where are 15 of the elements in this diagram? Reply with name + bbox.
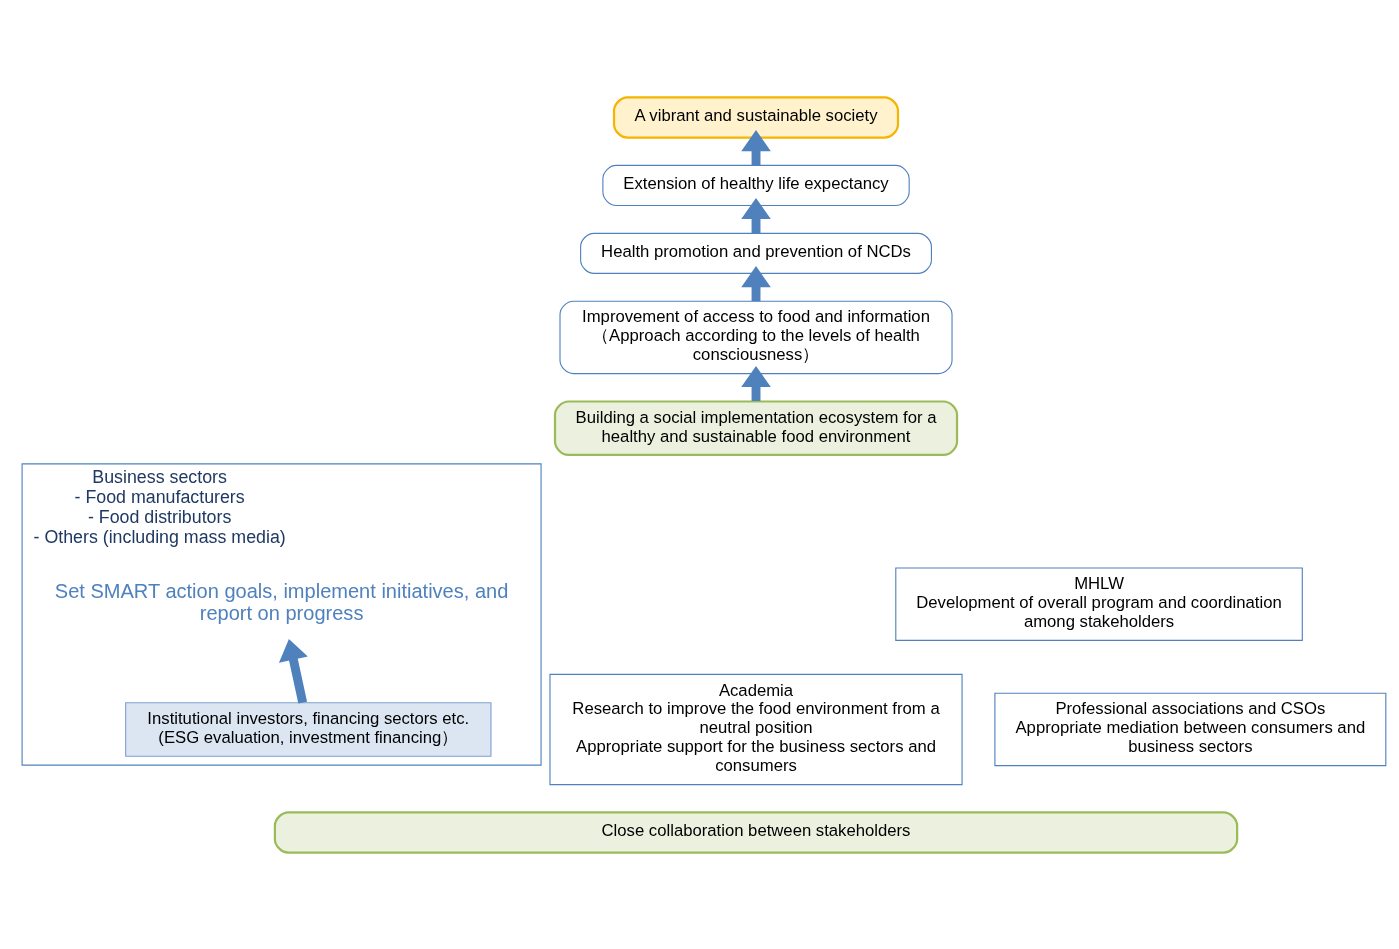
node-box: Academia Research to improve the food environment from a neutral position Appropriate support for the business sectors and consumers xyxy=(549,673,963,785)
node-box: Close collaboration between stakeholders xyxy=(273,810,1239,854)
node-box: Health promotion and prevention of NCDs xyxy=(580,232,932,274)
arrow xyxy=(741,197,771,233)
node-box: Professional associations and CSOs Appropriate mediation between consumers and business sectors xyxy=(994,692,1387,766)
node-box: Improvement of access to food and information （Approach according to the levels of health consciousness） xyxy=(559,300,953,374)
node-box: Building a social implementation ecosystem for a healthy and sustainable food environment xyxy=(553,399,959,456)
node-box: MHLW Development of overall program and coordination among stakeholders xyxy=(895,566,1303,641)
node-box: Institutional investors, financing sectors etc. (ESG evaluation, investment financing） xyxy=(125,701,492,757)
arrow xyxy=(278,638,308,703)
node-text: Set SMART action goals, implement initiatives, and report on progress xyxy=(54,579,509,624)
node-box: A vibrant and sustainable society xyxy=(612,95,900,139)
node-box: Extension of healthy life expectancy xyxy=(602,164,910,206)
arrow xyxy=(741,365,771,401)
arrow xyxy=(741,129,771,165)
